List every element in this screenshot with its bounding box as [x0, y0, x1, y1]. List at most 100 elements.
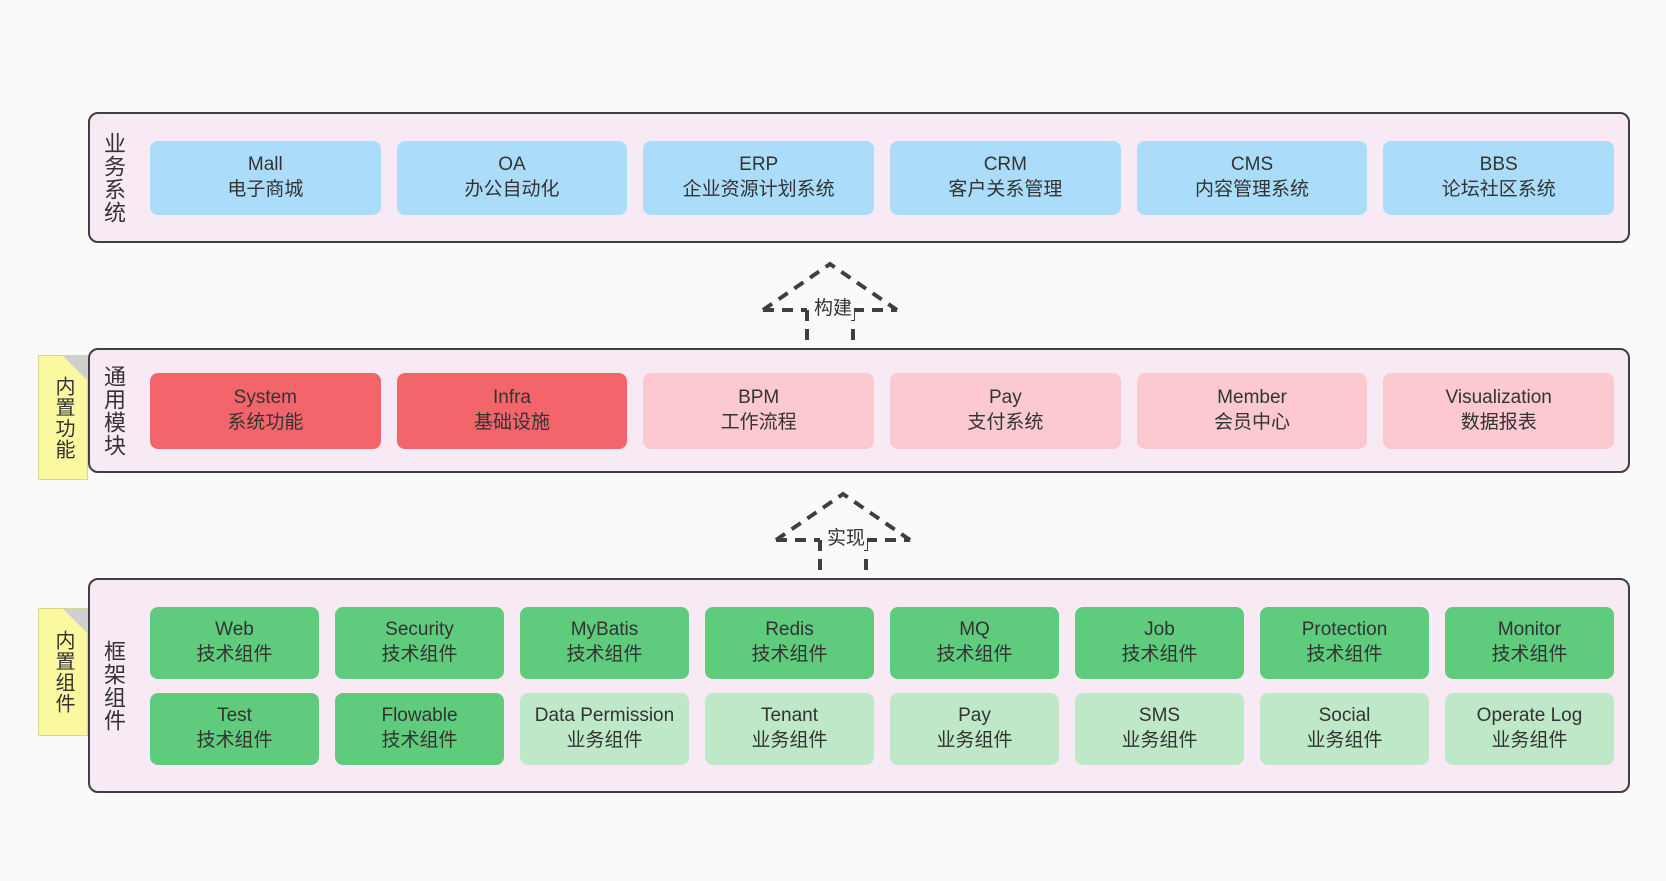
block-flowable[interactable]: Flowable 技术组件 [335, 692, 504, 765]
block-data-permission[interactable]: Data Permission 业务组件 [520, 692, 689, 765]
block-operate-log[interactable]: Operate Log 业务组件 [1445, 692, 1614, 765]
block-pay-module-en: Pay [988, 386, 1022, 408]
layer-business-system-body: Mall 电子商城 OA 办公自动化 ERP 企业资源计划系统 CRM 客户关系… [136, 114, 1628, 241]
block-bpm-cn: 工作流程 [720, 411, 797, 433]
block-security[interactable]: Security 技术组件 [335, 606, 504, 679]
block-tenant-en: Tenant [760, 704, 819, 726]
block-system-cn: 系统功能 [227, 411, 304, 433]
block-job[interactable]: Job 技术组件 [1075, 606, 1244, 679]
block-bbs-en: BBS [1479, 153, 1518, 175]
block-mall[interactable]: Mall 电子商城 [150, 140, 381, 215]
block-social-cn: 业务组件 [1306, 729, 1383, 751]
block-crm-en: CRM [983, 153, 1027, 175]
block-data-permission-en: Data Permission [534, 704, 675, 726]
block-web-cn: 技术组件 [196, 643, 273, 665]
block-tenant-cn: 业务组件 [751, 729, 828, 751]
block-job-cn: 技术组件 [1121, 643, 1198, 665]
sticky-fold-icon [63, 609, 87, 633]
sticky-note-builtin-components: 内置组件 [38, 608, 88, 736]
block-flowable-en: Flowable [381, 704, 458, 726]
block-sms-cn: 业务组件 [1121, 729, 1198, 751]
block-protection[interactable]: Protection 技术组件 [1260, 606, 1429, 679]
block-mq-en: MQ [959, 618, 990, 640]
block-erp-en: ERP [739, 153, 779, 175]
sticky-note-builtin-components-label: 内置组件 [52, 630, 74, 714]
block-security-en: Security [385, 618, 454, 640]
block-mall-en: Mall [247, 153, 283, 175]
block-member-en: Member [1217, 386, 1287, 408]
block-pay-component-en: Pay [958, 704, 991, 726]
block-operate-log-en: Operate Log [1476, 704, 1583, 726]
block-oa-en: OA [498, 153, 526, 175]
layer-framework-components-row-technical: Web 技术组件 Security 技术组件 MyBatis 技术组件 Redi… [150, 606, 1614, 679]
block-social-en: Social [1318, 704, 1371, 726]
block-bbs[interactable]: BBS 论坛社区系统 [1383, 140, 1615, 215]
block-bpm[interactable]: BPM 工作流程 [643, 372, 875, 449]
layer-common-modules-title: 通用模块 [100, 364, 126, 457]
block-visualization[interactable]: Visualization 数据报表 [1383, 372, 1615, 449]
block-data-permission-cn: 业务组件 [566, 729, 643, 751]
block-monitor[interactable]: Monitor 技术组件 [1445, 606, 1614, 679]
layer-framework-components-row-business: Test 技术组件 Flowable 技术组件 Data Permission … [150, 692, 1614, 765]
block-sms[interactable]: SMS 业务组件 [1075, 692, 1244, 765]
block-member-cn: 会员中心 [1214, 411, 1291, 433]
block-web-en: Web [215, 618, 254, 640]
block-test[interactable]: Test 技术组件 [150, 692, 319, 765]
block-test-en: Test [217, 704, 252, 726]
connector-implement-arrow [768, 488, 918, 574]
block-cms-en: CMS [1230, 153, 1274, 175]
block-security-cn: 技术组件 [381, 643, 458, 665]
block-mq[interactable]: MQ 技术组件 [890, 606, 1059, 679]
connector-build-label: 构建 [812, 293, 855, 320]
block-operate-log-cn: 业务组件 [1491, 729, 1568, 751]
block-protection-en: Protection [1301, 618, 1388, 640]
block-pay-component[interactable]: Pay 业务组件 [890, 692, 1059, 765]
block-pay-module-cn: 支付系统 [967, 411, 1044, 433]
block-flowable-cn: 技术组件 [381, 729, 458, 751]
block-mq-cn: 技术组件 [936, 643, 1013, 665]
sticky-note-builtin-features: 内置功能 [38, 355, 88, 480]
block-monitor-cn: 技术组件 [1491, 643, 1568, 665]
block-visualization-cn: 数据报表 [1460, 411, 1537, 433]
layer-common-modules: 通用模块 System 系统功能 Infra 基础设施 BPM 工作流程 Pay… [88, 348, 1630, 473]
block-system-en: System [233, 386, 298, 408]
block-redis[interactable]: Redis 技术组件 [705, 606, 874, 679]
block-pay-component-cn: 业务组件 [936, 729, 1013, 751]
sticky-fold-icon [63, 356, 87, 380]
connector-implement-label: 实现 [825, 523, 868, 550]
block-cms-cn: 内容管理系统 [1195, 178, 1310, 200]
layer-business-system: 业务系统 Mall 电子商城 OA 办公自动化 ERP 企业资源计划系统 CRM… [88, 112, 1630, 243]
layer-framework-components-title: 框架组件 [100, 639, 126, 732]
block-mybatis-en: MyBatis [570, 618, 639, 640]
layer-framework-components-body: Web 技术组件 Security 技术组件 MyBatis 技术组件 Redi… [136, 580, 1628, 791]
block-crm-cn: 客户关系管理 [948, 178, 1063, 200]
block-monitor-en: Monitor [1497, 618, 1562, 640]
block-redis-en: Redis [765, 618, 814, 640]
block-web[interactable]: Web 技术组件 [150, 606, 319, 679]
block-oa-cn: 办公自动化 [464, 178, 560, 200]
block-pay-module[interactable]: Pay 支付系统 [890, 372, 1121, 449]
block-bpm-en: BPM [738, 386, 780, 408]
block-erp-cn: 企业资源计划系统 [682, 178, 835, 200]
block-system[interactable]: System 系统功能 [150, 372, 381, 449]
layer-common-modules-row: System 系统功能 Infra 基础设施 BPM 工作流程 Pay 支付系统… [150, 372, 1615, 449]
block-erp[interactable]: ERP 企业资源计划系统 [643, 140, 875, 215]
block-infra-cn: 基础设施 [474, 411, 551, 433]
block-test-cn: 技术组件 [196, 729, 273, 751]
layer-framework-components: 框架组件 Web 技术组件 Security 技术组件 MyBatis 技术组件… [88, 578, 1630, 793]
block-mall-cn: 电子商城 [227, 178, 304, 200]
block-infra[interactable]: Infra 基础设施 [396, 372, 628, 449]
layer-common-modules-body: System 系统功能 Infra 基础设施 BPM 工作流程 Pay 支付系统… [136, 350, 1628, 471]
block-cms[interactable]: CMS 内容管理系统 [1136, 140, 1368, 215]
block-sms-en: SMS [1138, 704, 1181, 726]
block-bbs-cn: 论坛社区系统 [1441, 178, 1556, 200]
block-oa[interactable]: OA 办公自动化 [396, 140, 628, 215]
block-social[interactable]: Social 业务组件 [1260, 692, 1429, 765]
layer-business-system-row: Mall 电子商城 OA 办公自动化 ERP 企业资源计划系统 CRM 客户关系… [150, 140, 1615, 215]
block-mybatis[interactable]: MyBatis 技术组件 [520, 606, 689, 679]
block-tenant[interactable]: Tenant 业务组件 [705, 692, 874, 765]
layer-business-system-title: 业务系统 [100, 131, 126, 224]
block-job-en: Job [1144, 618, 1175, 640]
block-crm[interactable]: CRM 客户关系管理 [890, 140, 1121, 215]
block-member[interactable]: Member 会员中心 [1136, 372, 1368, 449]
